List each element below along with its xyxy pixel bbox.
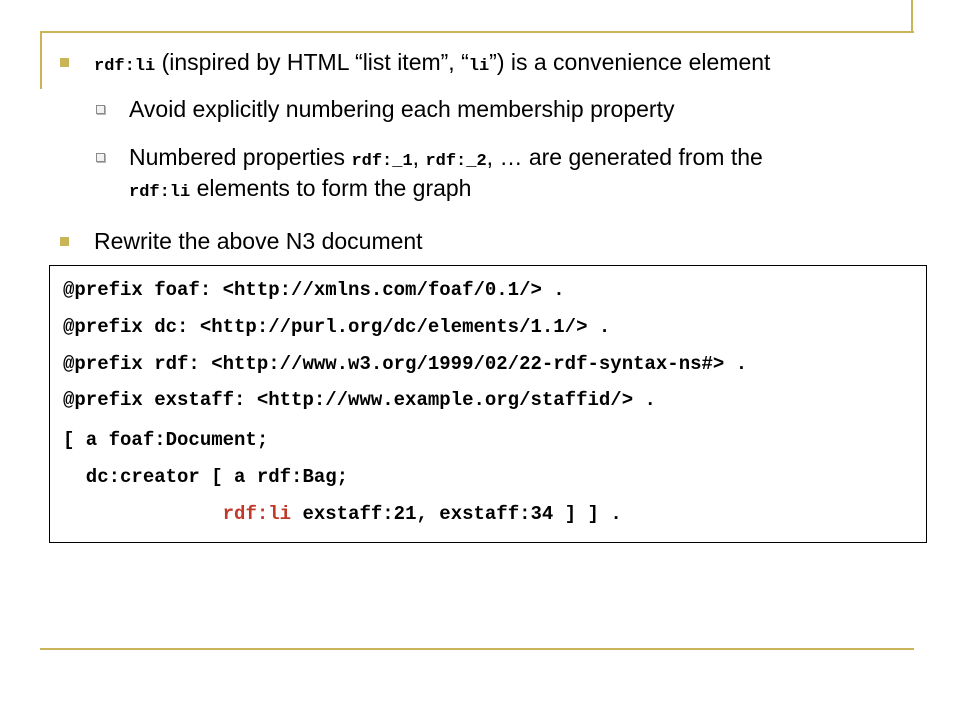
code-line: [ a foaf:Document; [63, 429, 269, 451]
inline-code: rdf:li [94, 57, 156, 76]
code-line-last: rdf:li exstaff:21, exstaff:34 ] ] . [63, 502, 622, 526]
sub-bullet-text: Avoid explicitly numbering each membersh… [129, 96, 675, 122]
bullet-text: rdf:li (inspired by HTML “list item”, “l… [94, 48, 770, 81]
square-bullet-icon [60, 58, 69, 67]
sub-bullet-continuation: rdf:li elements to form the graph [129, 174, 471, 207]
code-text: exstaff:21, exstaff:34 ] ] . [291, 503, 622, 525]
code-line: @prefix exstaff: <http://www.example.org… [63, 389, 656, 411]
code-line: @prefix rdf: <http://www.w3.org/1999/02/… [63, 353, 748, 375]
bullet-text-part: (inspired by HTML “list item”, “ [155, 49, 469, 75]
bullet-text: Rewrite the above N3 document [94, 228, 423, 254]
code-line: dc:creator [ a rdf:Bag; [63, 466, 349, 488]
hollow-square-bullet-icon [96, 153, 105, 162]
top-rule [40, 31, 914, 33]
code-line: @prefix foaf: <http://xmlns.com/foaf/0.1… [63, 279, 565, 301]
sub-bullet-text: Numbered properties rdf:_1, rdf:_2, … ar… [129, 143, 763, 176]
sub-bullet-text-part: , [412, 144, 426, 170]
inline-code: rdf:_2 [425, 152, 487, 171]
code-line: @prefix dc: <http://purl.org/dc/elements… [63, 316, 611, 338]
code-highlight: rdf:li [222, 503, 292, 525]
bottom-rule [40, 648, 914, 650]
inline-code: rdf:_1 [351, 152, 413, 171]
inline-code: li [468, 57, 490, 76]
sub-bullet-text-part: , … are generated from the [486, 144, 763, 170]
hollow-square-bullet-icon [96, 105, 105, 114]
top-right-rule [911, 0, 913, 32]
inline-code: rdf:li [129, 183, 191, 202]
n3-code-block: @prefix foaf: <http://xmlns.com/foaf/0.1… [49, 265, 927, 543]
bullet-text-part: ”) is a convenience element [489, 49, 771, 75]
top-left-rule [40, 31, 42, 89]
sub-bullet-text-part: elements to form the graph [190, 175, 472, 201]
code-indent [63, 503, 223, 525]
square-bullet-icon [60, 237, 69, 246]
sub-bullet-text-part: Numbered properties [129, 144, 352, 170]
